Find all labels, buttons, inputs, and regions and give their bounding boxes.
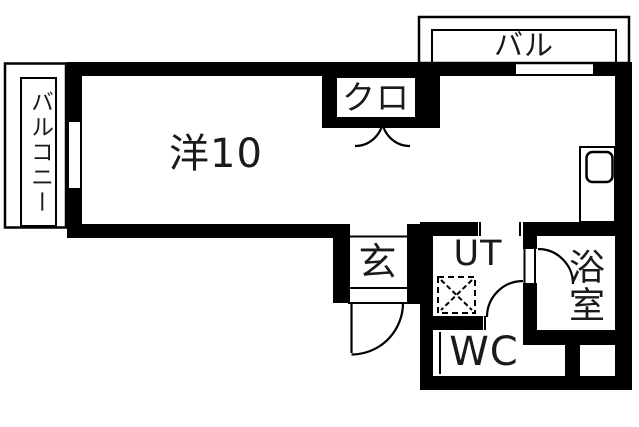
closet-doors	[354, 117, 411, 148]
window-top-sill	[516, 74, 593, 76]
wall-wc-right	[565, 345, 580, 376]
water-heater-icon	[585, 150, 614, 184]
room-label-main: 洋10	[169, 131, 263, 177]
wall-sanitary-left	[420, 222, 433, 390]
window-left-icon	[69, 122, 80, 188]
opening-bath	[523, 249, 537, 283]
room-label-balcony-left: バルコニー	[26, 90, 53, 215]
wall-sanitary-bottom	[420, 376, 632, 390]
wall-bath-bottom	[523, 330, 632, 345]
washing-machine-pan-icon	[437, 276, 476, 314]
room-label-wc: WC	[449, 328, 519, 375]
wall-bottom-left	[67, 224, 350, 238]
washer-pan-outline	[437, 276, 476, 314]
room-label-utility: UT	[453, 234, 503, 274]
ut-door-arc-icon	[485, 279, 524, 318]
opening-ut-top	[478, 222, 523, 236]
entrance-door-arc-icon	[351, 302, 405, 356]
openings	[69, 64, 593, 330]
room-label-bathroom: 浴室	[563, 247, 604, 324]
balcony-left-label-box	[20, 77, 57, 227]
water-heater-nook	[579, 146, 616, 223]
window-top-icon	[516, 64, 593, 74]
closet-interior	[337, 78, 415, 117]
room-label-balcony-top: バル	[493, 27, 554, 62]
balcony-top-label-box	[431, 29, 617, 64]
balcony-left-outline	[3, 62, 68, 229]
wall-right	[615, 62, 632, 390]
opening-ut-wc	[483, 316, 523, 330]
washer-pan-x1	[440, 279, 473, 311]
room-label-entrance: 玄	[358, 239, 398, 284]
closet-door-right-arc-icon	[380, 117, 411, 148]
wall-sanitary-top	[420, 222, 632, 236]
room-label-closet: クロ	[342, 77, 410, 117]
washer-pan-x2	[440, 279, 473, 311]
entrance-area	[348, 235, 409, 356]
entrance-box	[348, 235, 409, 304]
nook-outline	[579, 146, 616, 223]
bath-door-arc-icon	[537, 247, 575, 285]
balconies	[3, 15, 631, 229]
wall-entrance-left	[333, 237, 350, 303]
